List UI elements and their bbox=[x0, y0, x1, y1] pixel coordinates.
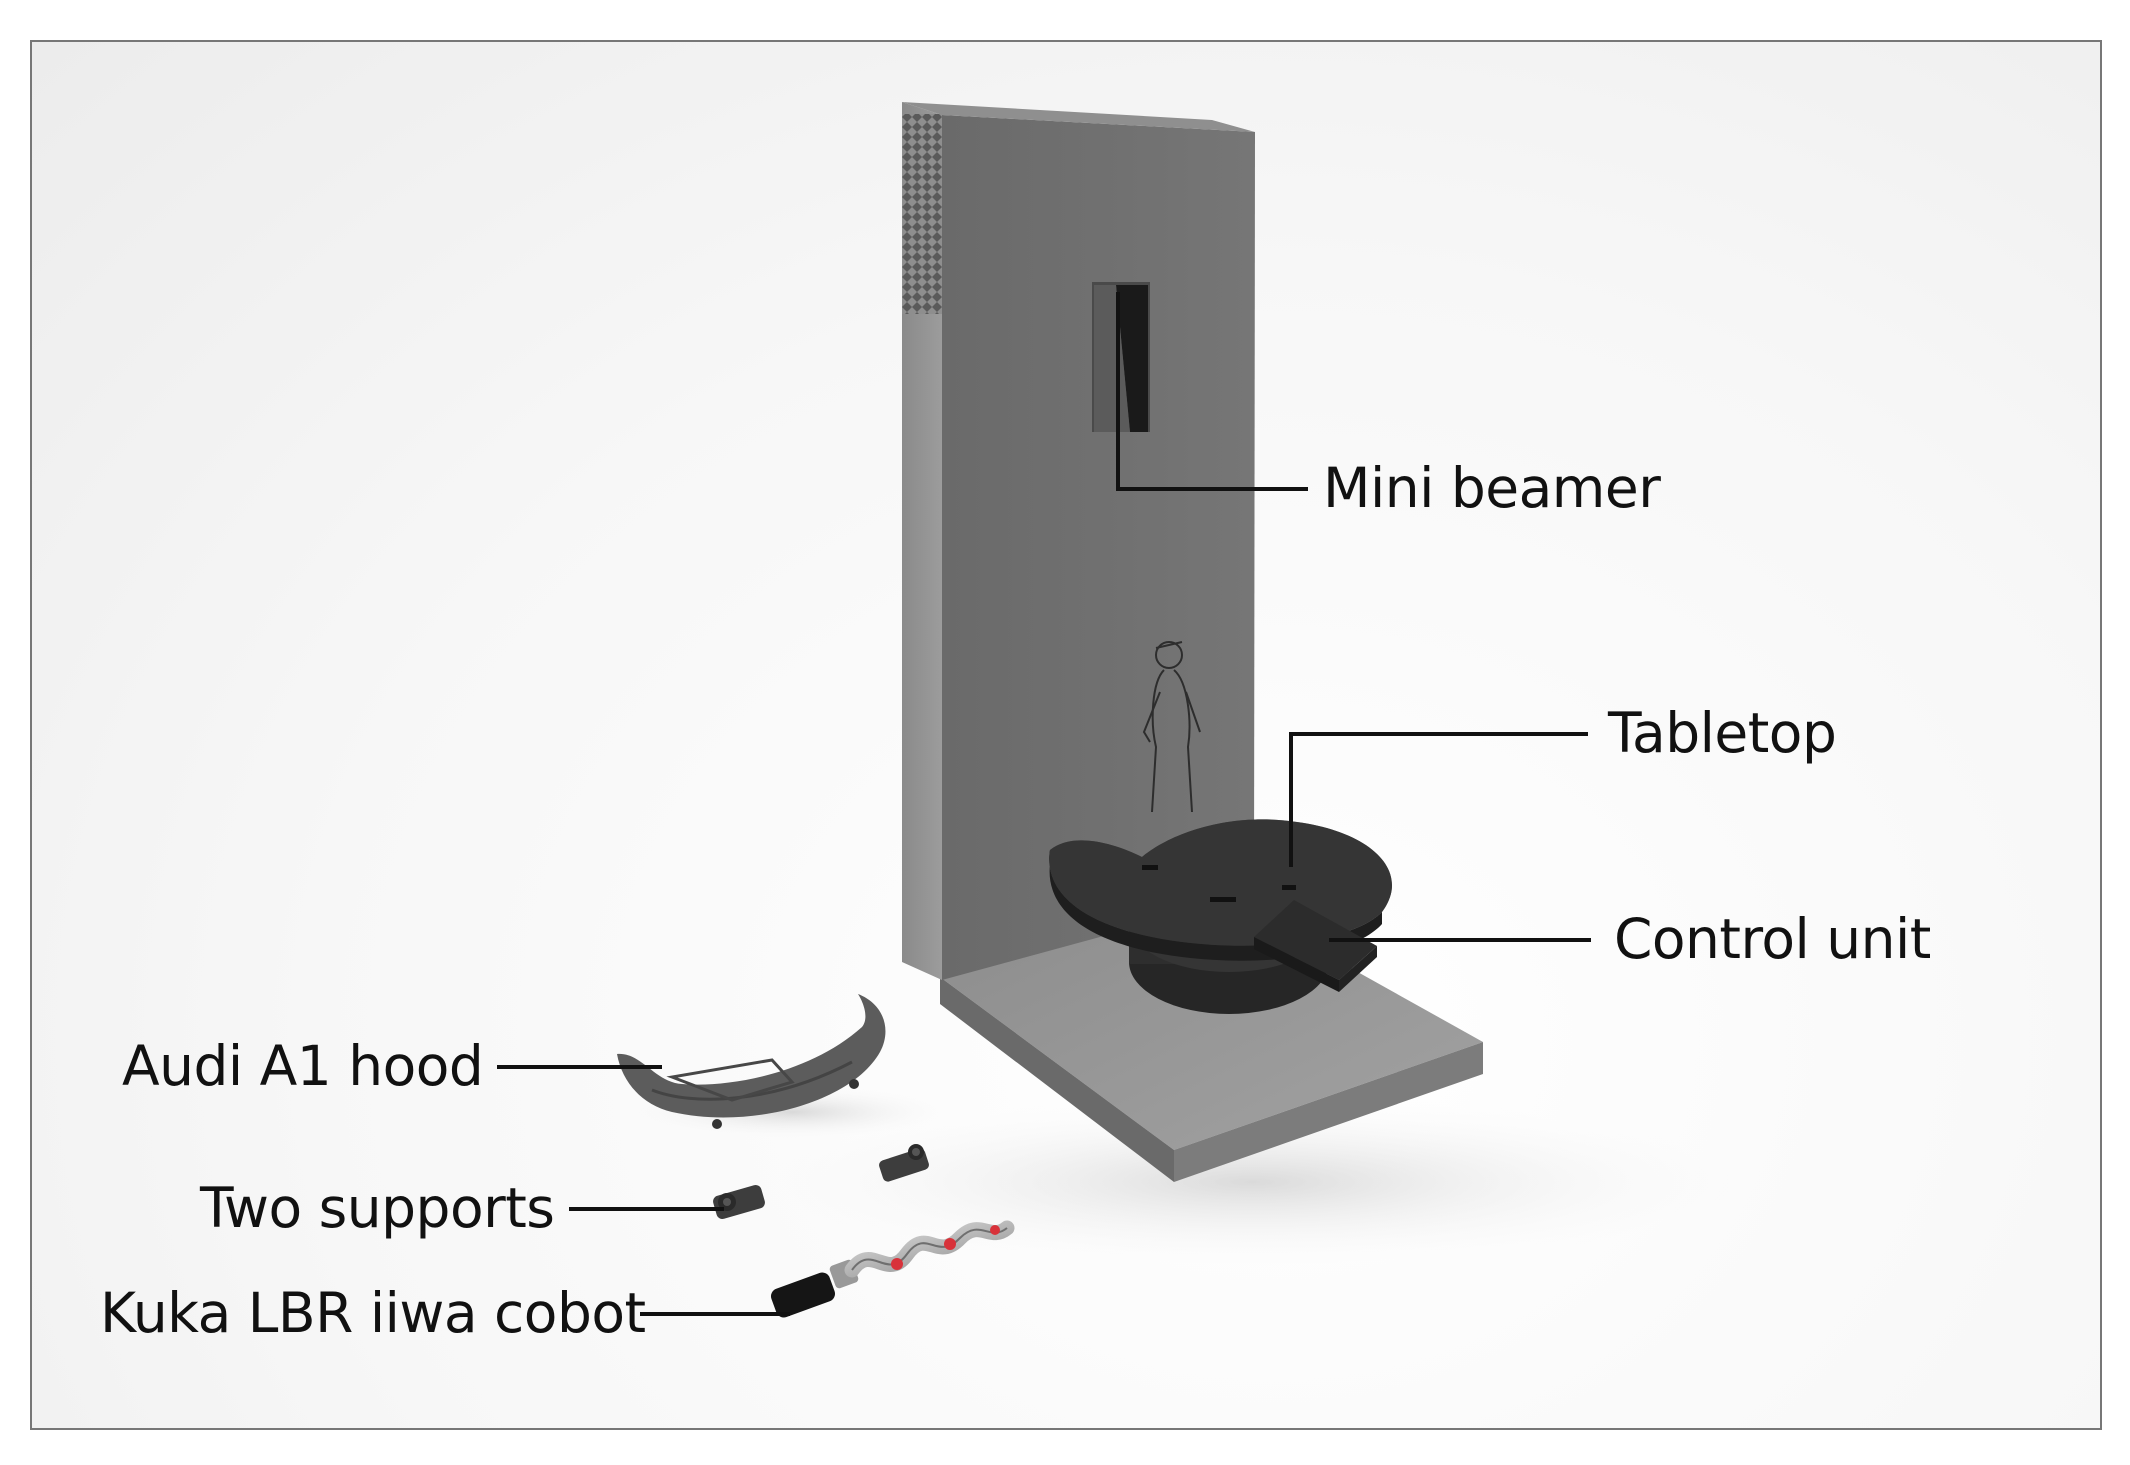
kuka-cobot bbox=[770, 1220, 1015, 1318]
product-rendering bbox=[497, 102, 1772, 1318]
label-audi-hood: Audi A1 hood bbox=[122, 1034, 484, 1098]
base-plate bbox=[940, 894, 1483, 1182]
audi-hood bbox=[617, 994, 886, 1129]
support-right bbox=[879, 1144, 929, 1182]
label-tabletop: Tabletop bbox=[1608, 701, 1837, 765]
label-control-unit: Control unit bbox=[1614, 907, 1931, 971]
support-left bbox=[713, 1184, 765, 1220]
leader-line-mini-beamer bbox=[1116, 292, 1308, 491]
beamer-slot bbox=[1092, 282, 1150, 432]
label-two-supports: Two supports bbox=[200, 1176, 555, 1240]
leader-line-tabletop bbox=[1289, 732, 1588, 867]
control-unit bbox=[1254, 900, 1377, 992]
tower bbox=[902, 102, 1255, 980]
figure-frame: Mini beamer Tabletop Control unit Audi A… bbox=[30, 40, 2102, 1430]
leader-lines bbox=[497, 292, 1591, 1316]
person-outline-engraving bbox=[1142, 641, 1201, 813]
label-mini-beamer: Mini beamer bbox=[1323, 456, 1661, 520]
label-kuka-cobot: Kuka LBR iiwa cobot bbox=[100, 1281, 646, 1345]
